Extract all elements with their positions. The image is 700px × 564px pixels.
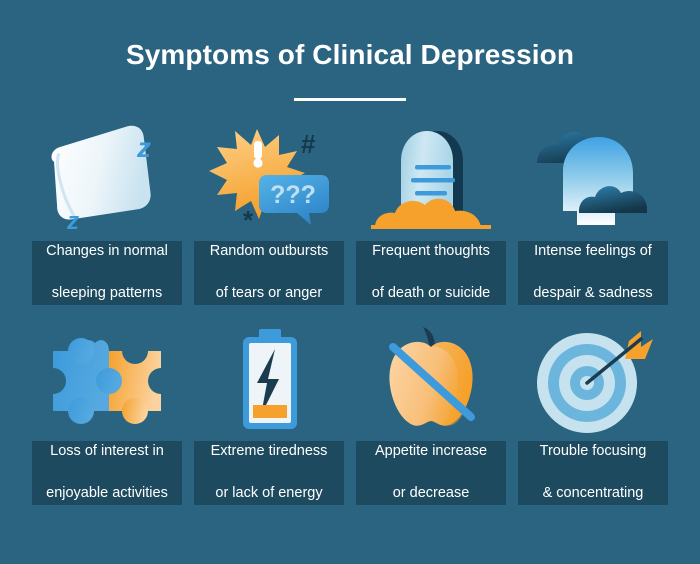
symptom-cell-loss-interest: Loss of interest in enjoyable activities xyxy=(32,325,182,505)
label-line-2: enjoyable activities xyxy=(46,485,168,501)
label-line-1: Frequent thoughts xyxy=(372,243,490,259)
label-line-2: or decrease xyxy=(392,485,470,501)
symptom-cell-focus: Trouble focusing & concentrating xyxy=(518,325,668,505)
label-line-2: or lack of energy xyxy=(215,485,323,501)
symptom-cell-outbursts: # * ??? Random outbursts of tears or ang… xyxy=(194,125,344,305)
label-line-1: Intense feelings of xyxy=(534,243,652,259)
title-divider xyxy=(294,98,406,101)
symptom-cell-tiredness: Extreme tiredness or lack of energy xyxy=(194,325,344,505)
symptom-cell-sleep: z z Changes in normal sleeping patterns xyxy=(32,125,182,305)
label-line-1: Changes in normal xyxy=(46,243,168,259)
asterisk-symbol: * xyxy=(243,205,254,235)
zzz-letter-small: z xyxy=(66,208,79,235)
symptom-cell-despair: Intense feelings of despair & sadness xyxy=(518,125,668,305)
symptom-label-tiredness: Extreme tiredness or lack of energy xyxy=(194,441,344,505)
label-line-1: Random outbursts xyxy=(209,243,329,259)
low-battery-icon xyxy=(194,325,344,441)
label-line-2: of death or suicide xyxy=(371,285,491,301)
target-arrow-icon xyxy=(518,325,668,441)
symptoms-grid: z z Changes in normal sleeping patterns xyxy=(32,125,668,505)
symptom-cell-appetite: Appetite increase or decrease xyxy=(356,325,506,505)
header: Symptoms of Clinical Depression xyxy=(0,0,700,101)
question-marks: ??? xyxy=(270,181,316,209)
symptom-label-death-thoughts: Frequent thoughts of death or suicide xyxy=(356,241,506,305)
symptom-label-sleep: Changes in normal sleeping patterns xyxy=(32,241,182,305)
label-line-1: Trouble focusing xyxy=(539,443,647,459)
pillow-zzz-icon: z z xyxy=(32,125,182,241)
puzzle-pieces-icon xyxy=(32,325,182,441)
symptom-label-appetite: Appetite increase or decrease xyxy=(356,441,506,505)
symptom-label-focus: Trouble focusing & concentrating xyxy=(518,441,668,505)
symptom-label-despair: Intense feelings of despair & sadness xyxy=(518,241,668,305)
hash-symbol: # xyxy=(301,129,316,159)
symptom-cell-death-thoughts: Frequent thoughts of death or suicide xyxy=(356,125,506,305)
label-line-1: Extreme tiredness xyxy=(210,443,328,459)
apple-slash-icon xyxy=(356,325,506,441)
label-line-2: & concentrating xyxy=(542,485,644,501)
zzz-letter-large: z xyxy=(136,132,151,163)
page-title: Symptoms of Clinical Depression xyxy=(125,39,575,70)
label-line-2: despair & sadness xyxy=(533,285,653,301)
label-line-1: Appetite increase xyxy=(374,443,488,459)
symptom-label-outbursts: Random outbursts of tears or anger xyxy=(194,241,344,305)
head-clouds-icon xyxy=(518,125,668,241)
symptom-label-loss-interest: Loss of interest in enjoyable activities xyxy=(32,441,182,505)
label-line-1: Loss of interest in xyxy=(50,443,164,459)
label-line-2: sleeping patterns xyxy=(51,285,163,301)
gravestone-icon xyxy=(356,125,506,241)
label-line-2: of tears or anger xyxy=(215,285,323,301)
starburst-speech-bubble-icon: # * ??? xyxy=(194,125,344,241)
